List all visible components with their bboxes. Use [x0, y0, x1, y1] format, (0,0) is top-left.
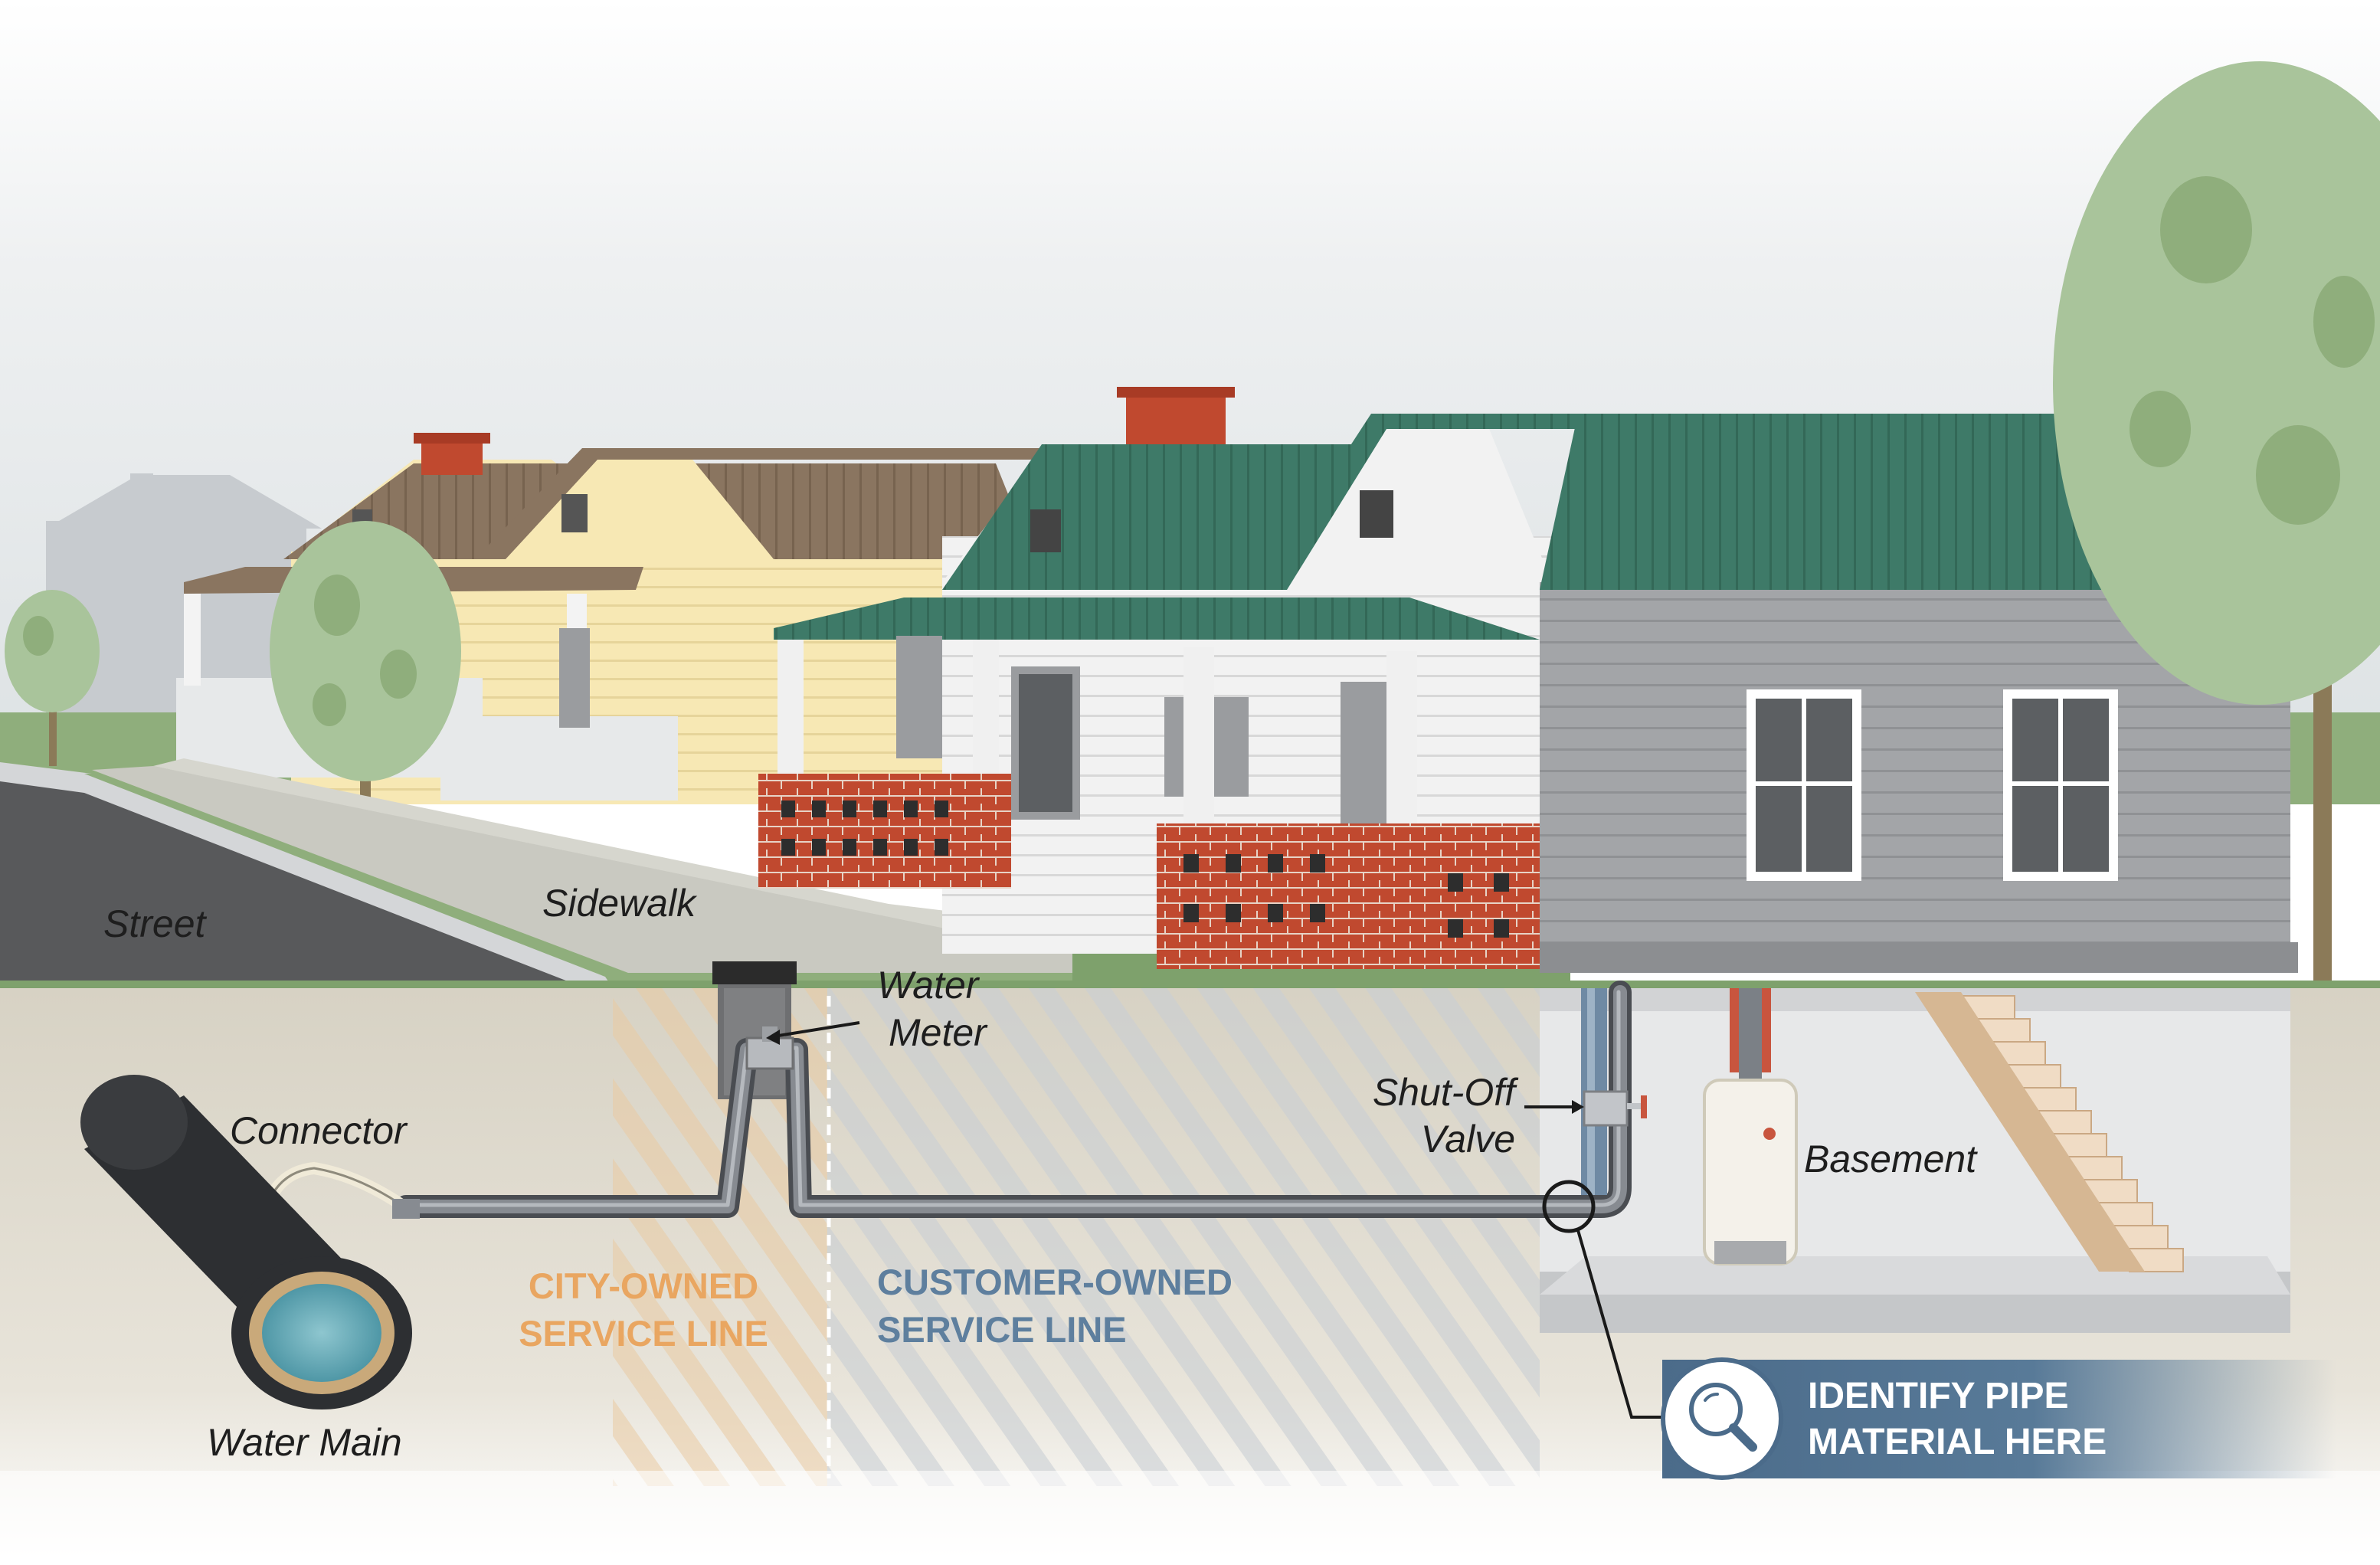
- tree-right: [2053, 61, 2380, 981]
- shut-off-valve: [1583, 1090, 1647, 1127]
- callout-leader: [1576, 1229, 1664, 1419]
- label-water-meter-line1: Water: [877, 964, 979, 1007]
- label-water-meter-line2: Meter: [889, 1011, 987, 1054]
- sidewalk-surface: [92, 766, 1080, 973]
- label-water-main: Water Main: [207, 1421, 402, 1464]
- magnifier-glyph: [1689, 1383, 1757, 1452]
- label-street: Street: [103, 902, 206, 945]
- label-city-owned-line2: SERVICE LINE: [519, 1313, 768, 1354]
- street-surface: [0, 774, 605, 1000]
- label-shut-off-line1: Shut-Off: [1372, 1071, 1515, 1114]
- callout-line1: IDENTIFY PIPE: [1808, 1376, 2069, 1416]
- white-house: [758, 387, 2099, 969]
- magnifier-icon: [1661, 1357, 1783, 1480]
- basement-room: [1540, 988, 2290, 1333]
- label-customer-owned-line2: SERVICE LINE: [877, 1309, 1127, 1350]
- water-main: [80, 1075, 412, 1409]
- inspect-circle: [1542, 1180, 1596, 1233]
- label-shut-off-line2: Valve: [1420, 1118, 1515, 1161]
- water-heater: [1703, 988, 1798, 1265]
- tree-far-left: [5, 590, 100, 766]
- label-city-owned-line1: CITY-OWNED: [528, 1265, 759, 1306]
- label-connector: Connector: [230, 1109, 407, 1152]
- label-basement: Basement: [1804, 1138, 1977, 1180]
- callout-text: IDENTIFY PIPE MATERIAL HERE: [1808, 1373, 2107, 1465]
- label-sidewalk: Sidewalk: [542, 882, 696, 925]
- callout-line2: MATERIAL HERE: [1808, 1422, 2107, 1462]
- label-customer-owned-line1: CUSTOMER-OWNED: [877, 1262, 1233, 1302]
- meter-pointer: [773, 1021, 860, 1038]
